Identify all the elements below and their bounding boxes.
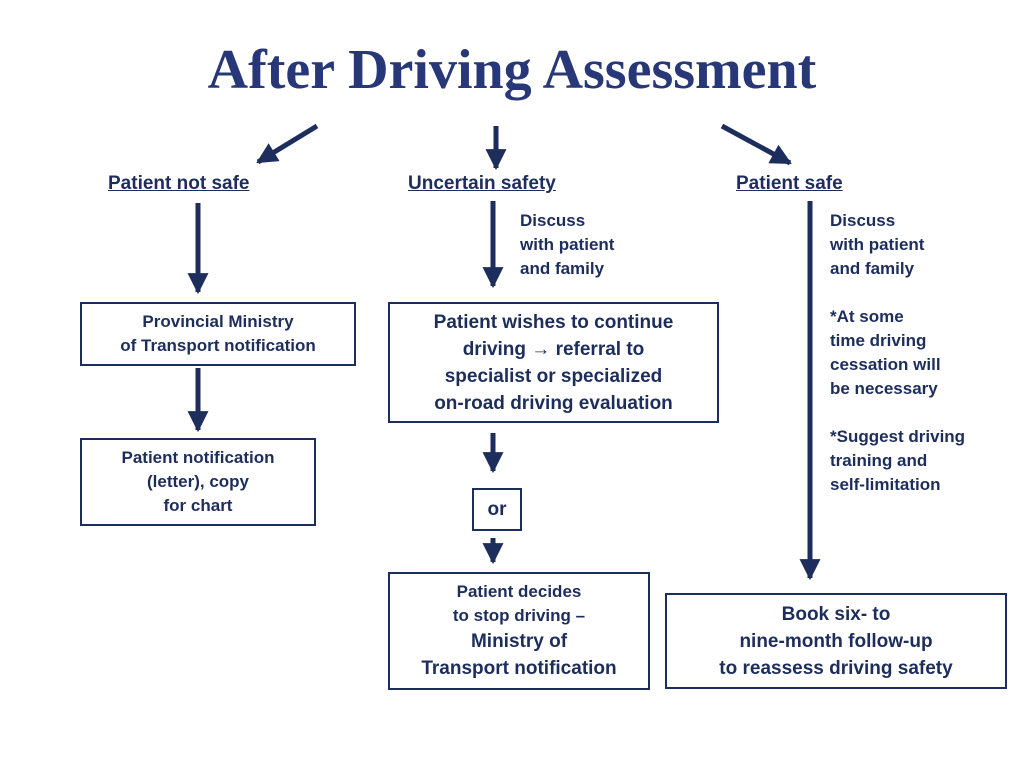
box-line: to stop driving – [452,606,586,625]
note-line: *Suggest driving [830,427,966,446]
box-line: Ministry of [470,631,568,652]
slide-title: After Driving Assessment [207,39,817,101]
note-line [830,401,965,425]
box-patient-notification: Patient notification (letter), copy for … [80,438,316,526]
note-discuss-safe: Discuss with patient and family *At some… [830,209,965,497]
or-label: or [487,499,507,520]
box-line: specialist or specialized [444,365,663,387]
box-line: (letter), copy [146,472,250,491]
box-follow-up: Book six- to nine-month follow-up to rea… [665,593,1007,689]
note-line: cessation will [830,355,941,374]
note-line [830,281,965,305]
note-line: with patient [520,235,615,254]
box-line: on-road driving evaluation [434,392,673,414]
box-ministry-notification: Provincial Ministry of Transport notific… [80,302,356,366]
note-line: Discuss [830,211,896,230]
note-line: Discuss [520,211,586,230]
note-line: time driving [830,331,927,350]
box-line: for chart [163,496,233,515]
box-stop-driving: Patient decides to stop driving – Minist… [388,572,650,690]
note-line: and family [830,259,915,278]
heading-uncertain-safety: Uncertain safety [408,173,556,194]
note-discuss-uncertain: Discuss with patient and family [520,209,614,281]
arrow-title-to-safe [720,123,792,166]
box-line: Patient wishes to continue [433,311,674,333]
note-line: and family [520,259,605,278]
heading-patient-safe: Patient safe [736,173,843,194]
box-line: Patient notification [121,448,275,467]
heading-patient-not-safe: Patient not safe [108,173,250,194]
arrow-title-to-not-safe [256,123,319,165]
box-line: Patient decides [456,582,582,601]
box-line: of Transport notification [120,336,316,355]
note-line: be necessary [830,379,938,398]
note-line: self-limitation [830,475,941,494]
box-line: Provincial Ministry [142,312,294,331]
box-or: or [472,488,522,531]
note-line: training and [830,451,928,470]
box-line: driving → referral to [462,338,645,360]
box-line: Transport notification [421,658,617,679]
box-line: Book six- to [781,603,891,625]
note-line: *At some [830,307,904,326]
box-line: nine-month follow-up [739,630,933,652]
note-line: with patient [830,235,925,254]
box-continue-driving-referral: Patient wishes to continue driving → ref… [388,302,719,423]
box-line: to reassess driving safety [719,657,953,679]
